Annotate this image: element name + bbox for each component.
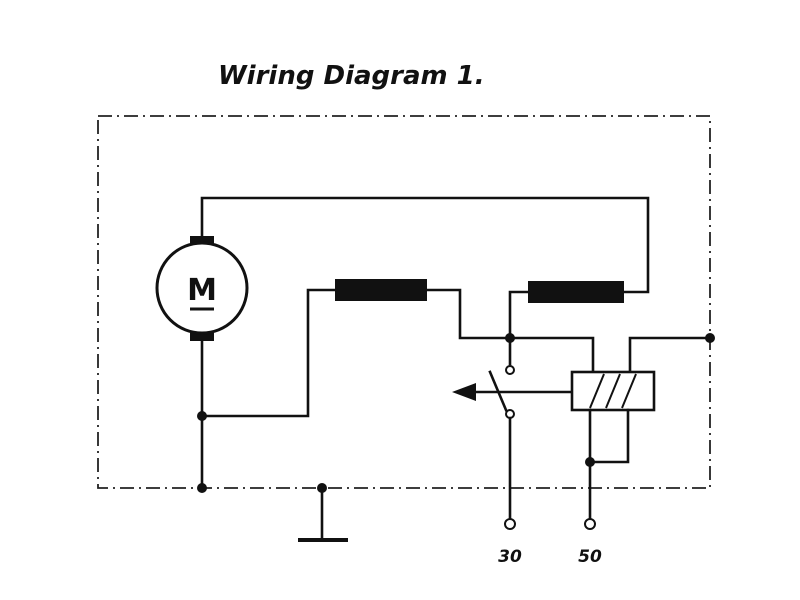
field-coil-right xyxy=(528,281,624,303)
terminal-30-post xyxy=(504,518,516,530)
switch-contact-top xyxy=(505,365,515,375)
wire-junction-to-solenoid xyxy=(508,336,595,374)
junction-dot-motor-branch xyxy=(197,411,207,421)
plunger-arrow-icon xyxy=(452,383,476,401)
solenoid-winding-1 xyxy=(589,373,605,409)
wire-solenoid-return xyxy=(588,408,630,464)
junction-dot-ground xyxy=(317,483,327,493)
terminal-50-label: 50 xyxy=(578,547,602,567)
motor-label: M xyxy=(187,273,217,308)
diagram-title: Wiring Diagram 1. xyxy=(218,61,485,91)
field-coil-left xyxy=(335,279,427,301)
solenoid-winding-2 xyxy=(605,373,621,409)
terminal-50-post xyxy=(584,518,596,530)
motor-armature xyxy=(155,241,249,335)
enclosure-boundary xyxy=(97,115,711,489)
terminal-30-label: 30 xyxy=(498,547,522,567)
junction-dot-coil xyxy=(505,333,515,343)
motor: M xyxy=(155,236,249,341)
wire-to-shunt-coil xyxy=(200,288,337,418)
junction-dot-solenoid xyxy=(585,457,595,467)
wire-motor-top xyxy=(200,196,650,294)
junction-dot-right xyxy=(705,333,715,343)
wire-right-node-to-solenoid xyxy=(628,336,712,374)
solenoid-winding-3 xyxy=(621,373,637,409)
junction-dot-motor-ground xyxy=(197,483,207,493)
wire-junction-to-right-coil xyxy=(508,290,530,340)
wire-coil-to-junction xyxy=(425,288,512,340)
